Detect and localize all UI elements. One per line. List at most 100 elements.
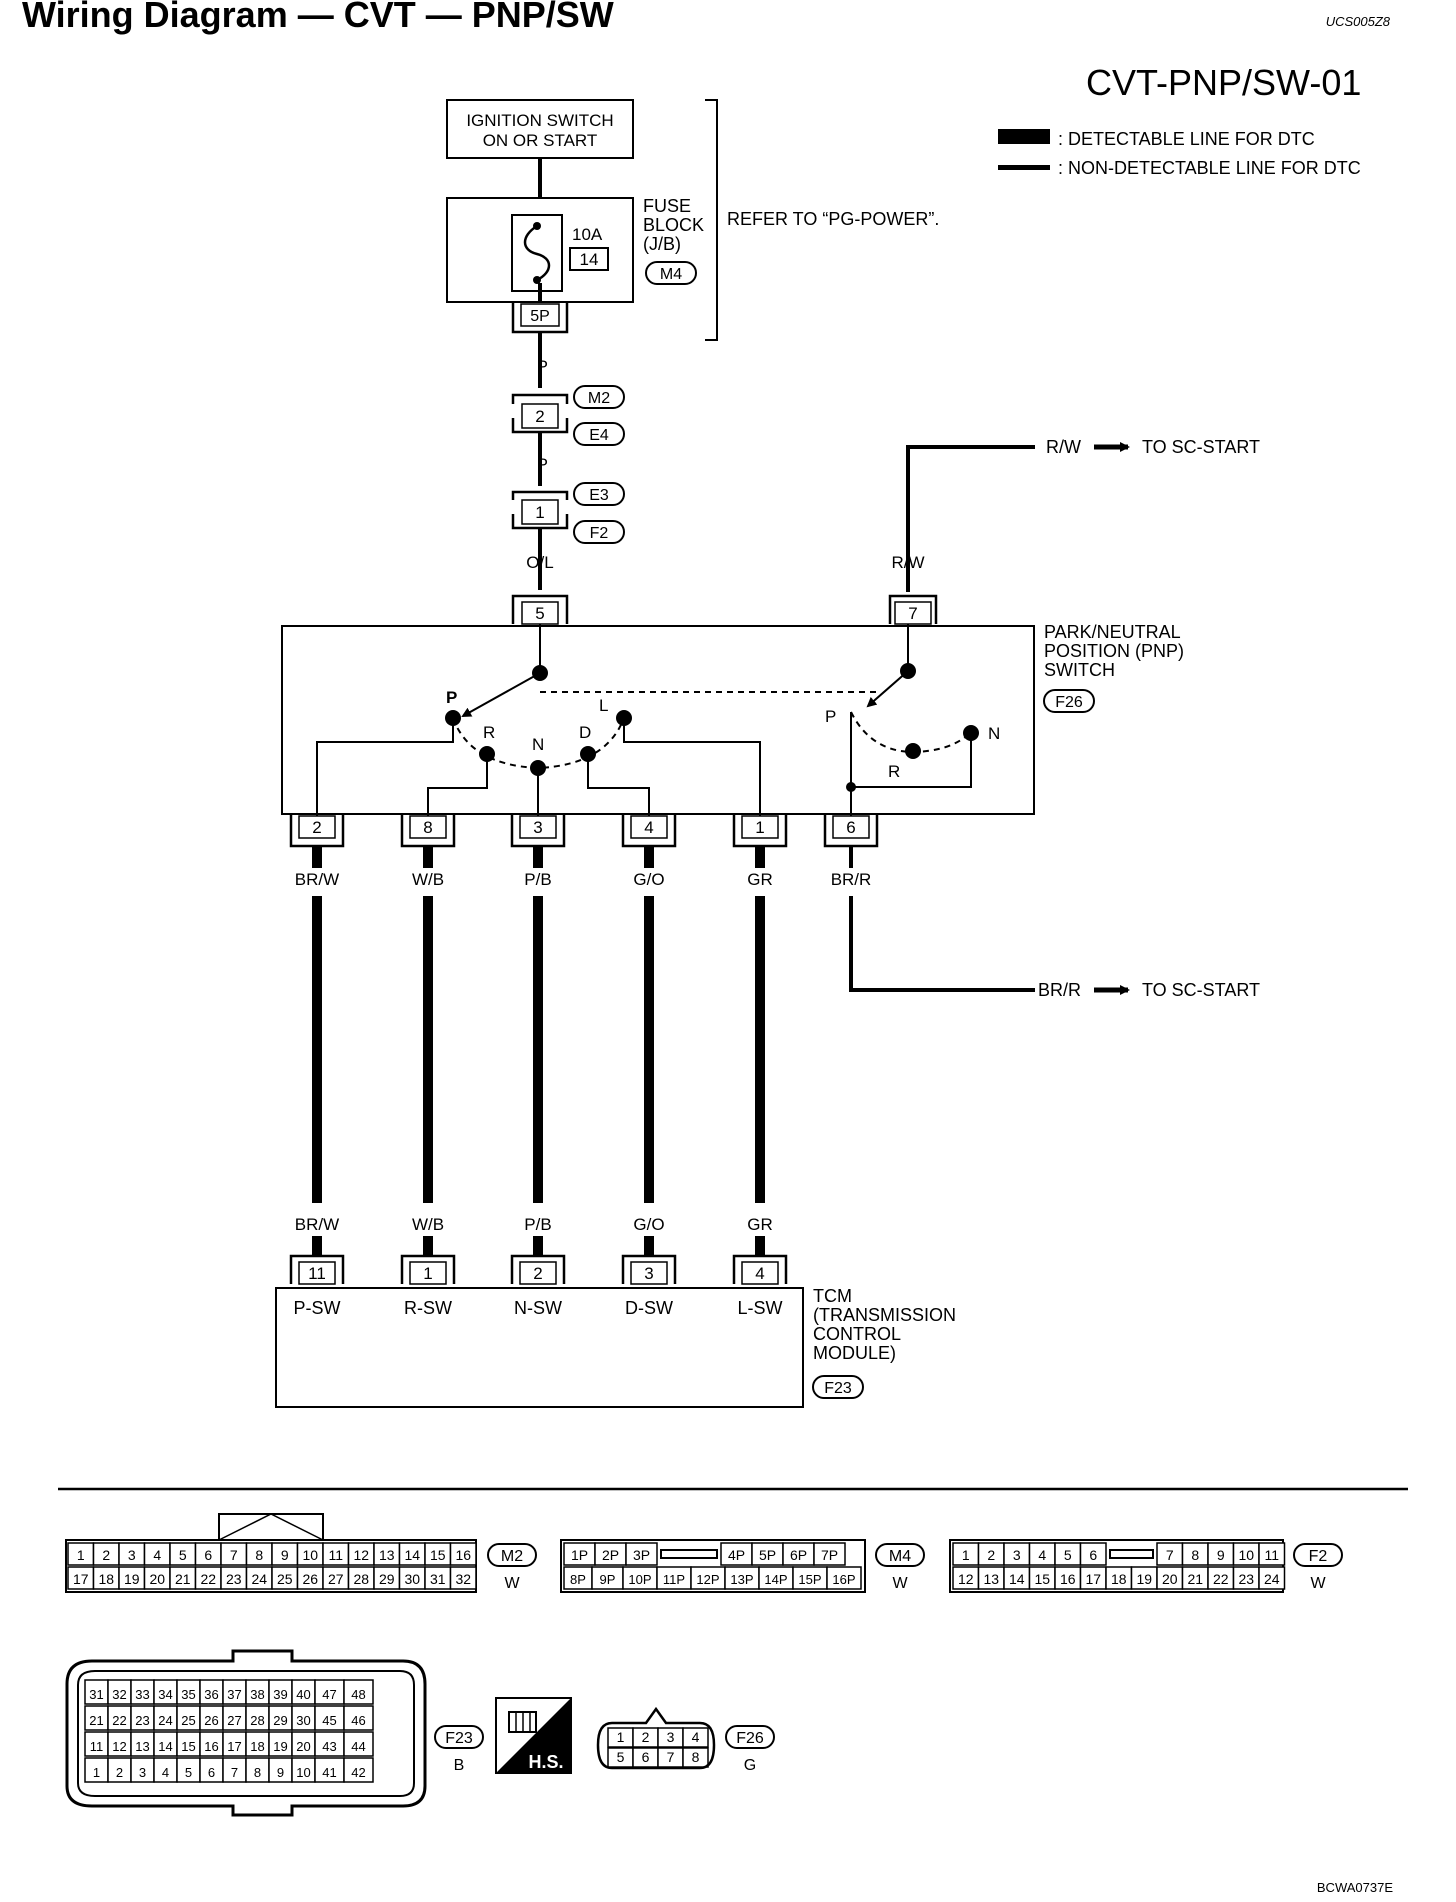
connector-cell-label: 5 <box>1064 1547 1072 1563</box>
ignition-switch-line1: IGNITION SWITCH <box>466 111 613 130</box>
legend-thick-line <box>998 129 1050 144</box>
connector-cell-label: 22 <box>1213 1571 1229 1587</box>
connector-cell-label: 10 <box>1238 1547 1254 1563</box>
connector-color: B <box>454 1757 465 1774</box>
connector-cell-label: 21 <box>89 1713 103 1728</box>
refer-bracket <box>705 99 718 341</box>
connector-cell <box>343 1731 374 1757</box>
connector-cell-label: 22 <box>112 1713 126 1728</box>
pnp-bottom-pin-box <box>519 815 557 839</box>
connector-cell-label: 1 <box>93 1765 100 1780</box>
pnp-bottom-pin-label: 6 <box>846 818 855 837</box>
connector-cell-label: 2 <box>116 1765 123 1780</box>
terminal-5p: 5P <box>511 302 569 334</box>
connector-cell-label: 7 <box>1166 1547 1174 1563</box>
pos-right-n: N <box>988 724 1000 743</box>
pnp-pin-7-label: 7 <box>908 604 917 623</box>
connector-cell-label: 32 <box>455 1571 471 1587</box>
connector-cell-label: 2 <box>987 1547 995 1563</box>
connector-cell-label: 2P <box>602 1547 619 1563</box>
connector-cell-label: 23 <box>1238 1571 1254 1587</box>
fuse-symbol <box>523 224 551 282</box>
connector-cell-label: 3 <box>667 1729 675 1745</box>
pnp-pin-7: 7 <box>888 594 938 625</box>
connector-cell-label: 2 <box>642 1729 650 1745</box>
connector-cell-label: 6P <box>790 1547 807 1563</box>
tcm-pin-label: 2 <box>533 1264 542 1283</box>
connector-cell-label: 5 <box>185 1765 192 1780</box>
fuse-connector-m4: M4 <box>660 266 682 283</box>
pnp-bottom-pin-box <box>832 815 870 839</box>
connector-cell-label: 20 <box>296 1739 310 1754</box>
tcm-pin-housing <box>510 1254 566 1284</box>
connector-cell-label: 28 <box>250 1713 264 1728</box>
tcm-pin-label: 1 <box>423 1264 432 1283</box>
f23-housing <box>65 1649 427 1817</box>
connector-cell-label: 26 <box>204 1713 218 1728</box>
pos-left-n: N <box>532 735 544 754</box>
connector-m2-e4-pin: 2 <box>535 407 544 426</box>
connector-cell-label: 26 <box>302 1571 318 1587</box>
pnp-pin-5: 5 <box>511 594 569 625</box>
connector-cell-label: 17 <box>1085 1571 1101 1587</box>
f2-housing <box>949 1539 1284 1593</box>
legend-thin-line <box>998 165 1050 170</box>
connector-cell <box>813 1542 846 1566</box>
connector-gap <box>1109 1549 1154 1559</box>
connector-m2-id: M2 <box>588 390 610 407</box>
pnp-bottom-pin-label: 1 <box>755 818 764 837</box>
connector-cell-label: 5 <box>617 1749 625 1765</box>
connector-cell-label: 8 <box>692 1749 700 1765</box>
connector-cell-label: 1 <box>77 1547 85 1563</box>
pos-left-l: L <box>599 696 608 715</box>
connector-cell-label: 28 <box>353 1571 369 1587</box>
fuse-block-label-3: (J/B) <box>643 234 681 254</box>
connector-cell-label: 48 <box>351 1687 365 1702</box>
connector-cell-label: 17 <box>73 1571 89 1587</box>
connector-cell-label: 6 <box>1089 1547 1097 1563</box>
connector-cell-label: 31 <box>430 1571 446 1587</box>
connector-cell-label: 20 <box>1162 1571 1178 1587</box>
tcm-pin-housing <box>289 1254 345 1284</box>
connector-cell <box>343 1705 374 1731</box>
pnp-bottom-wire-label: GR <box>747 870 773 889</box>
rw-destination: TO SC-START <box>1142 437 1260 457</box>
connector-cell-label: 3 <box>139 1765 146 1780</box>
connector-cell-label: 8P <box>570 1572 586 1587</box>
connector-cell-label: 13 <box>983 1571 999 1587</box>
connector-id: F26 <box>736 1730 764 1747</box>
connector-cell-label: 15 <box>1034 1571 1050 1587</box>
connector-cell-label: 39 <box>273 1687 287 1702</box>
connector-color: W <box>504 1575 520 1592</box>
connector-color: W <box>892 1575 908 1592</box>
connector-cell-label: 12 <box>958 1571 974 1587</box>
tcm-pin-box <box>298 1261 336 1285</box>
m2-housing <box>65 1539 477 1593</box>
connector-cell-label: 13 <box>379 1547 395 1563</box>
pnp-bottom-wire-label: BR/R <box>831 870 872 889</box>
wire-label-ol: O/L <box>526 553 553 572</box>
connector-cell-label: 29 <box>273 1713 287 1728</box>
tcm-name-1: TCM <box>813 1286 852 1306</box>
ignition-switch: IGNITION SWITCH ON OR START <box>446 99 634 159</box>
tcm-module: TCM (TRANSMISSION CONTROL MODULE) F23 <box>275 1286 956 1408</box>
pnp-bottom-pin-box <box>409 815 447 839</box>
tcm-terminal-label: N-SW <box>514 1298 562 1318</box>
pos-right-r: R <box>888 762 900 781</box>
connector-e3-f2: 1 E3 F2 <box>511 482 625 544</box>
fuse-block-label-1: FUSE <box>643 196 691 216</box>
connector-cell-label: 3P <box>633 1547 650 1563</box>
tcm-terminal-label: R-SW <box>404 1298 452 1318</box>
connector-cell-label: 18 <box>250 1739 264 1754</box>
m4-housing <box>560 1539 866 1593</box>
connector-cell-label: 19 <box>1136 1571 1152 1587</box>
tcm-pin-box <box>409 1261 447 1285</box>
connector-cell-label: 27 <box>328 1571 344 1587</box>
connector-cell-label: 12 <box>353 1547 369 1563</box>
connector-cell <box>1258 1566 1286 1590</box>
connector-cell-label: 12 <box>112 1739 126 1754</box>
connector-cell-label: 31 <box>89 1687 103 1702</box>
tcm-pin-housing <box>732 1254 788 1284</box>
connector-cell-label: 13P <box>730 1572 753 1587</box>
